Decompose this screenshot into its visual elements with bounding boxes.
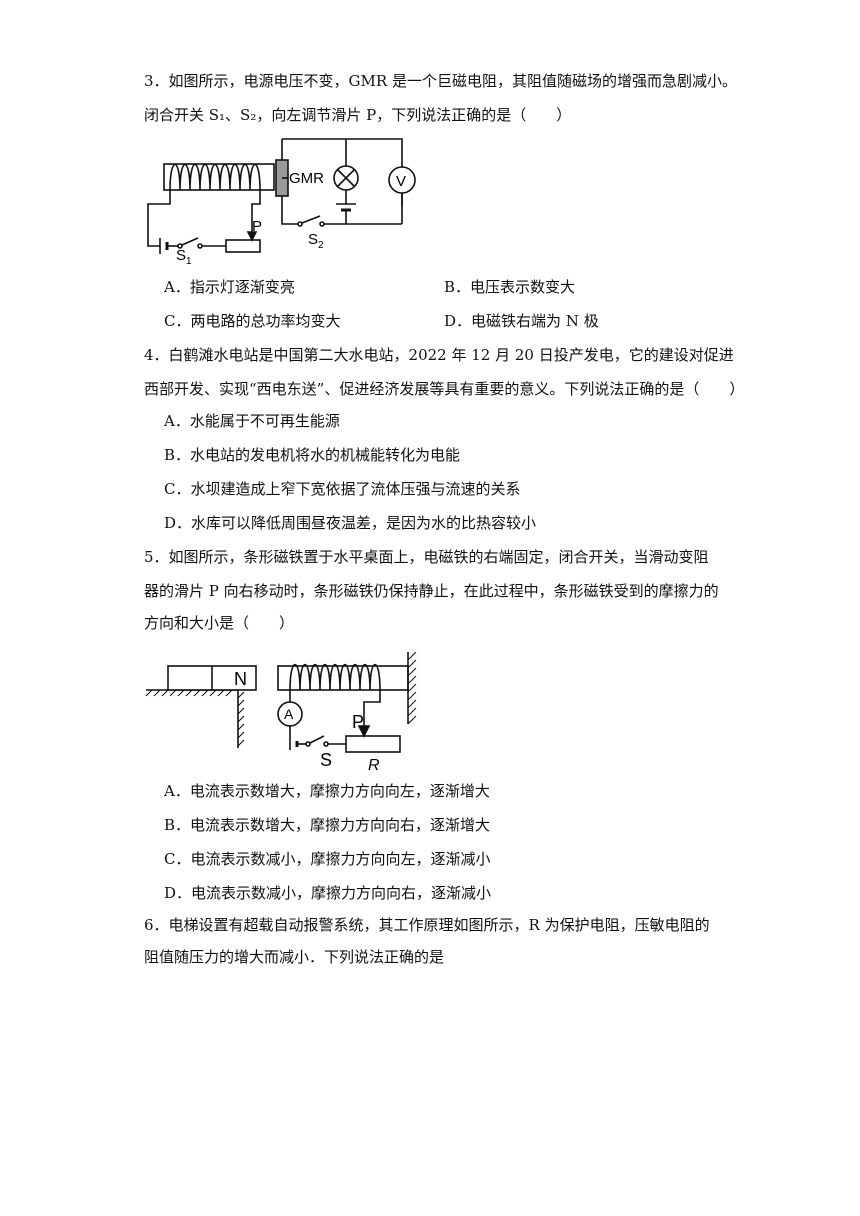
- q6-stem-line1: 6．电梯设置有超载自动报警系统，其工作原理如图所示，R 为保护电阻，压敏电阻的: [144, 916, 710, 934]
- q4-option-b: B．水电站的发电机将水的机械能转化为电能: [164, 446, 461, 464]
- q3-option-c: C．两电路的总功率均变大: [164, 312, 341, 330]
- switch-s2-label: S: [308, 231, 318, 248]
- north-pole-label: N: [234, 669, 247, 689]
- switch-s-label: S: [320, 750, 332, 770]
- q3-option-d: D．电磁铁右端为 N 极: [444, 312, 599, 330]
- q5-option-c: C．电流表示数减小，摩擦力方向向左，逐渐减小: [164, 850, 491, 868]
- q4-option-c: C．水坝建造成上窄下宽依据了流体压强与流速的关系: [164, 480, 521, 498]
- switch-s2-subscript: 2: [318, 240, 324, 251]
- q6-stem-line2: 阻值随压力的增大而减小．下列说法正确的是: [144, 948, 445, 966]
- q5-option-b: B．电流表示数增大，摩擦力方向向右，逐渐增大: [164, 816, 491, 834]
- slider-p-label: P: [252, 218, 262, 235]
- q5-option-a: A．电流表示数增大，摩擦力方向向左，逐渐增大: [164, 782, 490, 800]
- q3-circuit-figure: GMR V P S 1 S 2: [147, 138, 416, 264]
- q3-option-a: A．指示灯逐渐变亮: [164, 278, 295, 296]
- q3-stem-line2: 闭合开关 S₁、S₂，向左调节滑片 P，下列说法正确的是（ ）: [144, 106, 572, 124]
- q3-option-b: B．电压表示数变大: [444, 278, 576, 296]
- q5-option-d: D．电流表示数减小，摩擦力方向向右，逐渐减小: [164, 884, 492, 902]
- q5-circuit-figure: N A P S R: [145, 652, 417, 774]
- voltmeter-label: V: [396, 173, 406, 190]
- q5-stem-line3: 方向和大小是（ ）: [144, 614, 295, 632]
- q4-stem-line1: 4．白鹤滩水电站是中国第二大水电站，2022 年 12 月 20 日投产发电，它…: [144, 346, 734, 364]
- slider-p-label: P: [352, 712, 364, 732]
- q4-option-d: D．水库可以降低周围昼夜温差，是因为水的比热容较小: [164, 514, 537, 532]
- switch-s1-label: S: [176, 247, 186, 264]
- q5-stem-line2: 器的滑片 P 向右移动时，条形磁铁仍保持静止，在此过程中，条形磁铁受到的摩擦力的: [144, 582, 719, 600]
- q4-stem-line2: 西部开发、实现“西电东送”、促进经济发展等具有重要的意义。下列说法正确的是（ ）: [144, 380, 745, 398]
- q5-stem-line1: 5．如图所示，条形磁铁置于水平桌面上，电磁铁的右端固定，闭合开关，当滑动变阻: [144, 548, 709, 566]
- ammeter-label: A: [284, 706, 294, 722]
- gmr-label: GMR: [289, 170, 324, 187]
- switch-s1-subscript: 1: [186, 256, 192, 264]
- q4-option-a: A．水能属于不可再生能源: [164, 412, 340, 430]
- q3-stem-line1: 3．如图所示，电源电压不变，GMR 是一个巨磁电阻，其阻值随磁场的增强而急剧减小…: [144, 72, 737, 90]
- rheostat-r-label: R: [368, 757, 380, 774]
